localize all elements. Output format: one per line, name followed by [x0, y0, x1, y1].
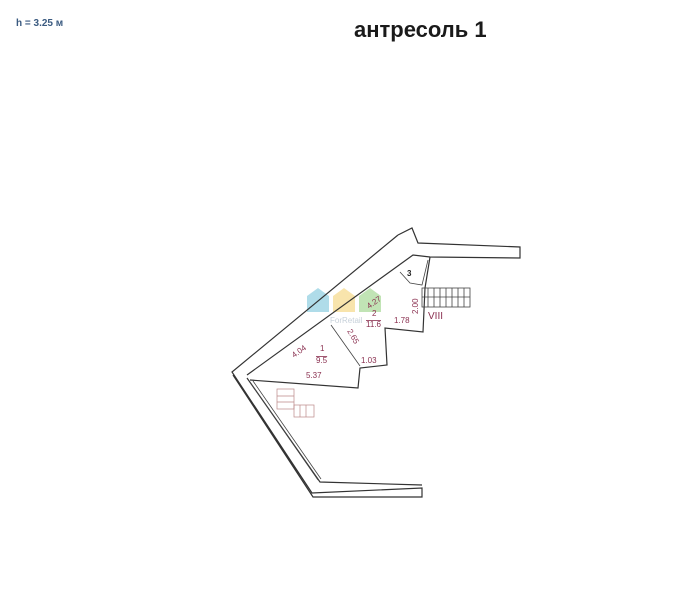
- dim-2-65: 2.65: [345, 328, 361, 346]
- room-1-number: 1: [320, 344, 325, 353]
- ceiling-height-note: h = 3.25 м: [16, 18, 64, 29]
- dim-1-78: 1.78: [394, 316, 410, 325]
- stair-label: VIII: [428, 311, 443, 322]
- room-outline: [249, 256, 431, 389]
- dim-5-37: 5.37: [306, 371, 322, 380]
- staircase-viii: [421, 287, 471, 308]
- staircase-lower: [276, 388, 315, 418]
- dim-2-00: 2.00: [411, 298, 420, 314]
- floor-title: антресоль 1: [354, 17, 487, 42]
- walls: [231, 227, 521, 498]
- room-1-area: 9.5: [316, 356, 328, 365]
- watermark-text: ForRetail: [330, 316, 363, 325]
- room-3-number: 3: [407, 269, 412, 278]
- dim-4-04: 4.04: [290, 343, 308, 360]
- room-2-area: 11.6: [366, 320, 382, 329]
- dim-1-03: 1.03: [361, 356, 377, 365]
- room-2-number: 2: [372, 309, 377, 318]
